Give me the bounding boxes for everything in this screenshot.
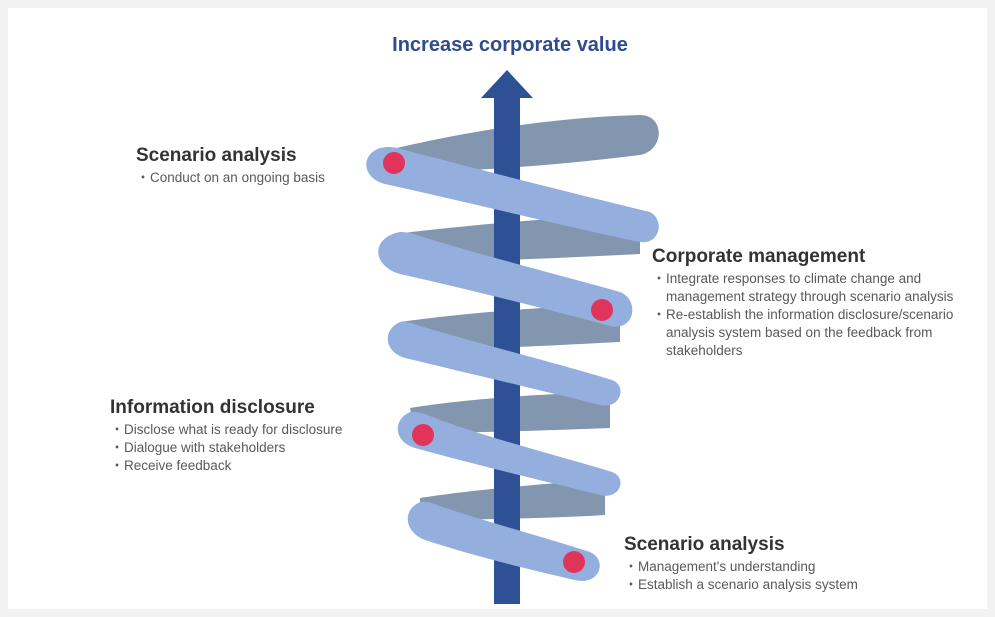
- block-information-disclosure: Information disclosure ・Disclose what is…: [110, 397, 400, 475]
- block-scenario-analysis-bottom: Scenario analysis ・Management's understa…: [624, 534, 924, 594]
- block-item: ・Conduct on an ongoing basis: [136, 170, 325, 185]
- arrow-head: [481, 70, 533, 98]
- arrow-overlap-5: [494, 488, 520, 512]
- block-items: ・Conduct on an ongoing basis: [136, 169, 376, 187]
- block-item: ・Management's understanding: [624, 559, 816, 574]
- ribbon-front-segment-3: [387, 321, 621, 406]
- block-items: ・Integrate responses to climate change a…: [652, 270, 982, 360]
- arrow-overlap-1: [494, 120, 520, 156]
- ribbon-front-segment-2: [378, 232, 633, 327]
- block-item: ・Re-establish the information disclosure…: [652, 307, 954, 358]
- marker-scenario-analysis-top: [383, 152, 405, 174]
- ribbon-front-segment-1: [366, 146, 659, 243]
- block-items: ・Disclose what is ready for disclosure ・…: [110, 421, 400, 475]
- block-heading: Corporate management: [652, 246, 866, 267]
- arrow-overlap-4: [494, 398, 520, 422]
- marker-information-disclosure: [412, 424, 434, 446]
- block-items: ・Management's understanding ・Establish a…: [624, 558, 924, 594]
- arrow-overlap-2: [494, 222, 520, 248]
- block-heading: Information disclosure: [110, 397, 315, 418]
- block-scenario-analysis-top: Scenario analysis ・Conduct on an ongoing…: [136, 145, 376, 187]
- ribbon-front-segment-5: [407, 501, 600, 581]
- arrow-overlap-3: [494, 312, 520, 336]
- block-item: ・Receive feedback: [110, 458, 232, 473]
- block-corporate-management: Corporate management ・Integrate response…: [652, 246, 982, 360]
- markers: [383, 152, 613, 573]
- block-item: ・Disclose what is ready for disclosure: [110, 422, 343, 437]
- ribbon-front-segments: [366, 146, 659, 581]
- block-heading: Scenario analysis: [136, 145, 297, 166]
- diagram-title: Increase corporate value: [392, 34, 628, 56]
- arrow-overlap-6: [494, 570, 520, 604]
- marker-scenario-analysis-bottom: [563, 551, 585, 573]
- block-item: ・Dialogue with stakeholders: [110, 440, 286, 455]
- arrow-front-overlaps: [494, 120, 520, 604]
- marker-corporate-management: [591, 299, 613, 321]
- block-item: ・Establish a scenario analysis system: [624, 577, 858, 592]
- block-heading: Scenario analysis: [624, 534, 785, 555]
- block-item: ・Integrate responses to climate change a…: [652, 271, 954, 304]
- ribbon-front-segment-4: [397, 411, 621, 496]
